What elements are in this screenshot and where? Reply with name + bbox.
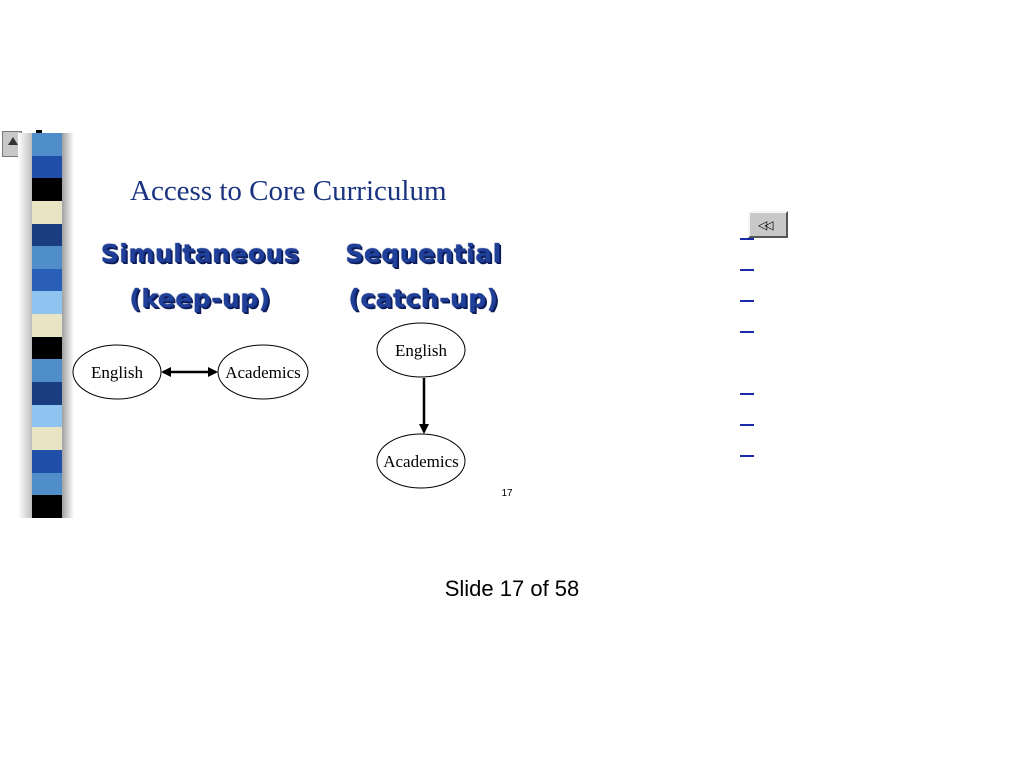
sequential-academics-label: Academics xyxy=(383,452,459,471)
color-bar-block xyxy=(32,314,62,337)
outline-link-4[interactable] xyxy=(740,321,754,333)
slide-counter: Slide 17 of 58 xyxy=(444,576,580,601)
slide-title: Access to Core Curriculum xyxy=(130,175,447,207)
color-bar-block xyxy=(32,246,62,269)
color-bar-block xyxy=(32,495,62,518)
color-bar-block xyxy=(32,155,62,179)
sequential-heading: Sequential (catch-up) xyxy=(336,231,511,321)
color-bar-block xyxy=(32,268,62,292)
slide-page-number: 17 xyxy=(501,488,513,499)
simultaneous-academics-label: Academics xyxy=(225,363,301,382)
simultaneous-academics-node xyxy=(217,344,309,400)
simultaneous-english-label: English xyxy=(91,363,143,382)
sequential-english-label: English xyxy=(395,341,447,360)
sequential-heading-line1: Sequential xyxy=(345,239,502,268)
color-bar-block xyxy=(32,178,62,201)
outline-link-1[interactable] xyxy=(740,228,754,240)
color-bar-block xyxy=(32,223,62,247)
simultaneous-heading: Simultaneous (keep-up) xyxy=(90,231,310,321)
rewind-icon: ◁◁ xyxy=(758,218,774,232)
slide-image: Access to Core Curriculum Simultaneous (… xyxy=(18,133,518,518)
color-bar-block xyxy=(32,336,62,360)
sequential-heading-line2: (catch-up) xyxy=(348,284,499,313)
color-bar-block xyxy=(32,427,62,450)
color-bar-block xyxy=(32,359,62,383)
slide-shadow xyxy=(18,133,36,518)
simultaneous-heading-line2: (keep-up) xyxy=(129,284,271,313)
outline-link-7[interactable] xyxy=(740,445,754,457)
outline-link-6[interactable] xyxy=(740,414,754,426)
outline-link-3[interactable] xyxy=(740,290,754,302)
marker-icon xyxy=(36,130,42,133)
outline-link-2[interactable] xyxy=(740,259,754,271)
curriculum-diagram: English Academics English Academics 17 xyxy=(72,322,513,499)
color-bar-shadow xyxy=(62,133,74,518)
decorative-color-bar xyxy=(32,133,62,518)
color-bar-block xyxy=(32,133,62,156)
color-bar-block xyxy=(32,472,62,496)
sequential-academics-node xyxy=(376,433,466,489)
back-button[interactable]: ◁◁ xyxy=(748,211,788,238)
color-bar-block xyxy=(32,404,62,428)
simultaneous-heading-line1: Simultaneous xyxy=(100,239,300,268)
color-bar-block xyxy=(32,291,62,315)
color-bar-block xyxy=(32,449,62,473)
color-bar-block xyxy=(32,200,62,224)
outline-link-5[interactable] xyxy=(740,383,754,395)
sequential-english-node xyxy=(376,322,466,378)
color-bar-block xyxy=(32,382,62,405)
